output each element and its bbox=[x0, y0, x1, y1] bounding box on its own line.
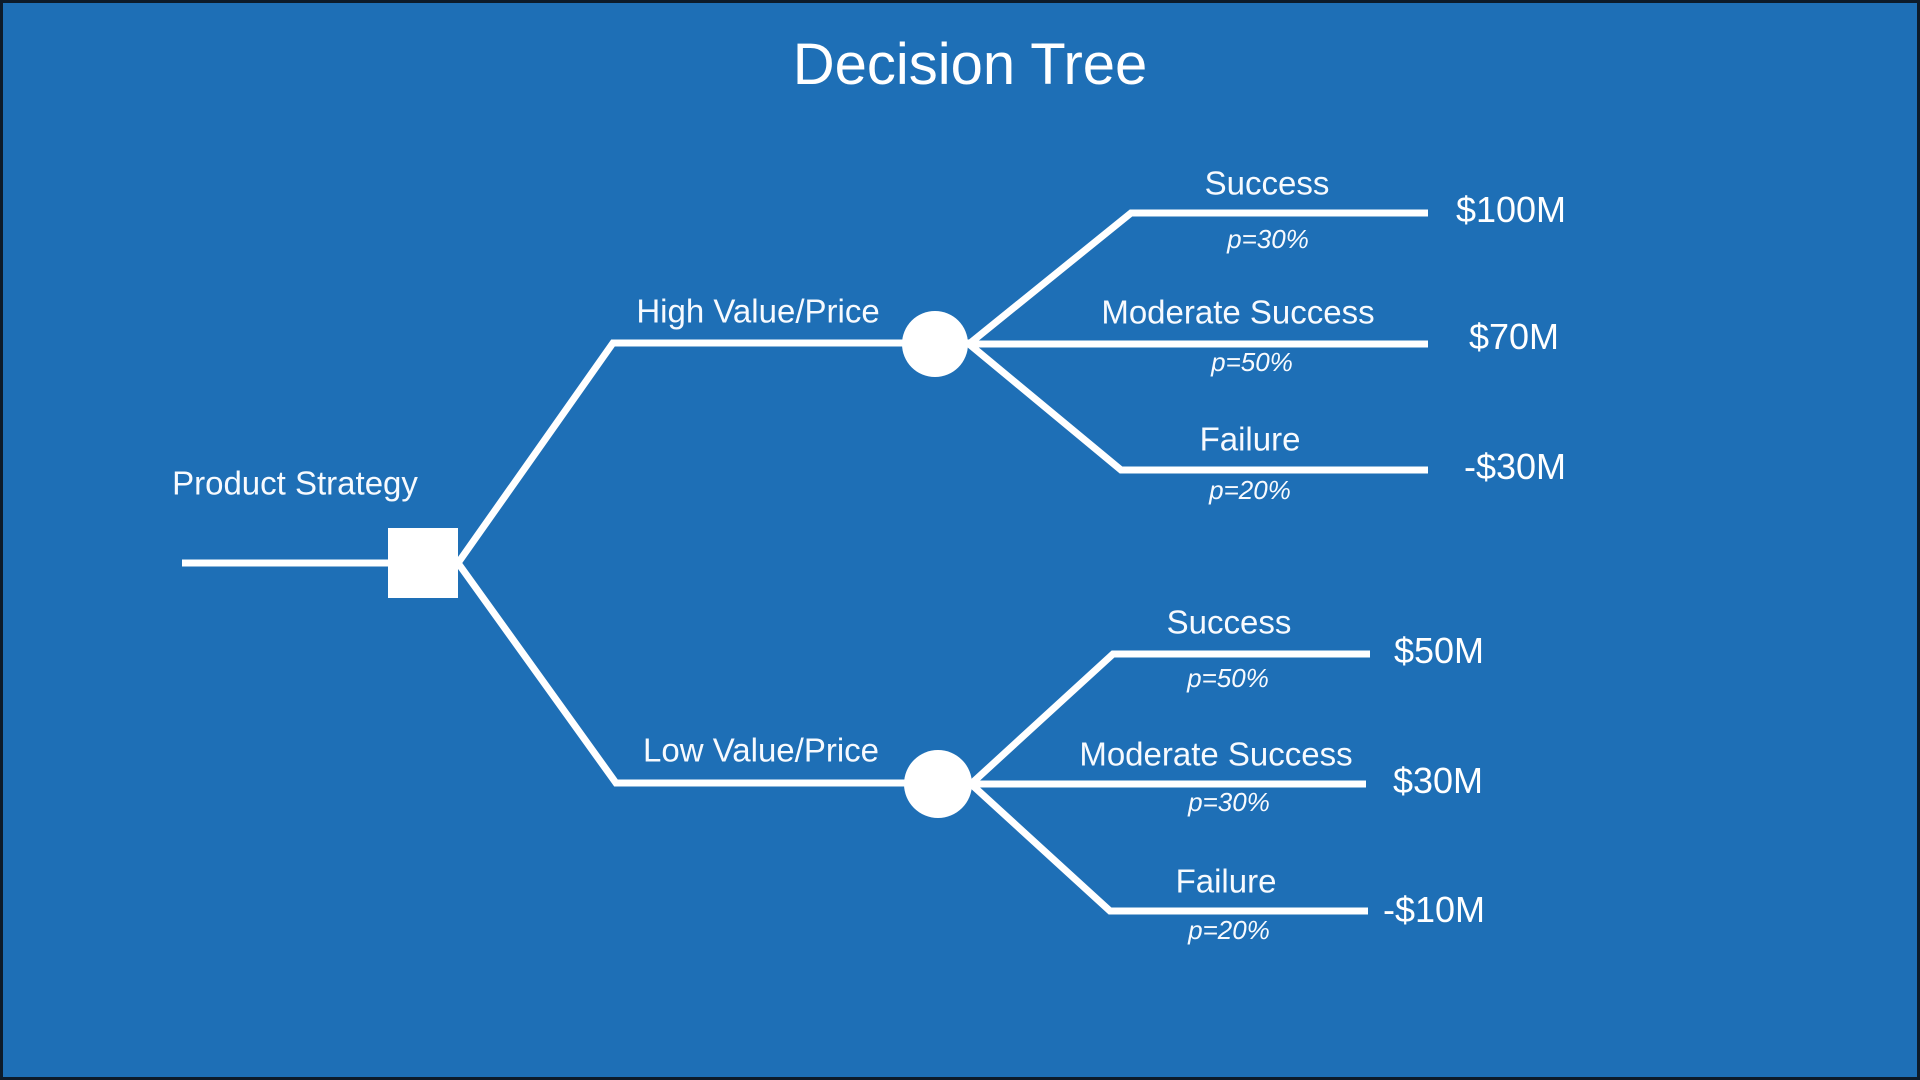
payoff-value: $30M bbox=[1392, 760, 1484, 801]
outcome-label: Failure bbox=[1175, 862, 1277, 900]
low-failure-line bbox=[968, 781, 1368, 915]
root-node-label: Product Strategy bbox=[172, 464, 418, 502]
probability-label: p=30% bbox=[1188, 787, 1270, 817]
high-failure-line bbox=[966, 341, 1428, 474]
outcome-label: Moderate Success bbox=[1079, 735, 1353, 773]
decision-tree-canvas bbox=[182, 209, 1428, 915]
high-branch-line bbox=[455, 339, 969, 566]
low-success-line bbox=[968, 650, 1370, 787]
decision-node-square bbox=[388, 528, 458, 598]
payoff-value: -$30M bbox=[1463, 446, 1567, 487]
probability-label: p=20% bbox=[1188, 915, 1270, 945]
outcome-label: Moderate Success bbox=[1101, 293, 1375, 331]
payoff-value: $70M bbox=[1468, 316, 1560, 357]
probability-label: p=30% bbox=[1227, 224, 1309, 254]
branch-label-high: High Value/Price bbox=[636, 292, 880, 330]
branch-label-low: Low Value/Price bbox=[642, 731, 880, 769]
chance-node-circle-low bbox=[904, 750, 972, 818]
outcome-label: Success bbox=[1204, 164, 1330, 202]
high-success-line bbox=[966, 209, 1428, 347]
payoff-value: $50M bbox=[1393, 630, 1485, 671]
outcome-label: Success bbox=[1166, 603, 1292, 641]
chance-node-circle-high bbox=[902, 311, 968, 377]
probability-label: p=20% bbox=[1209, 475, 1291, 505]
payoff-value: $100M bbox=[1455, 189, 1567, 230]
payoff-value: -$10M bbox=[1382, 889, 1486, 930]
probability-label: p=50% bbox=[1211, 347, 1293, 377]
page-title: Decision Tree bbox=[792, 32, 1148, 97]
probability-label: p=50% bbox=[1187, 663, 1269, 693]
outcome-label: Failure bbox=[1199, 420, 1301, 458]
low-branch-line bbox=[455, 560, 969, 787]
